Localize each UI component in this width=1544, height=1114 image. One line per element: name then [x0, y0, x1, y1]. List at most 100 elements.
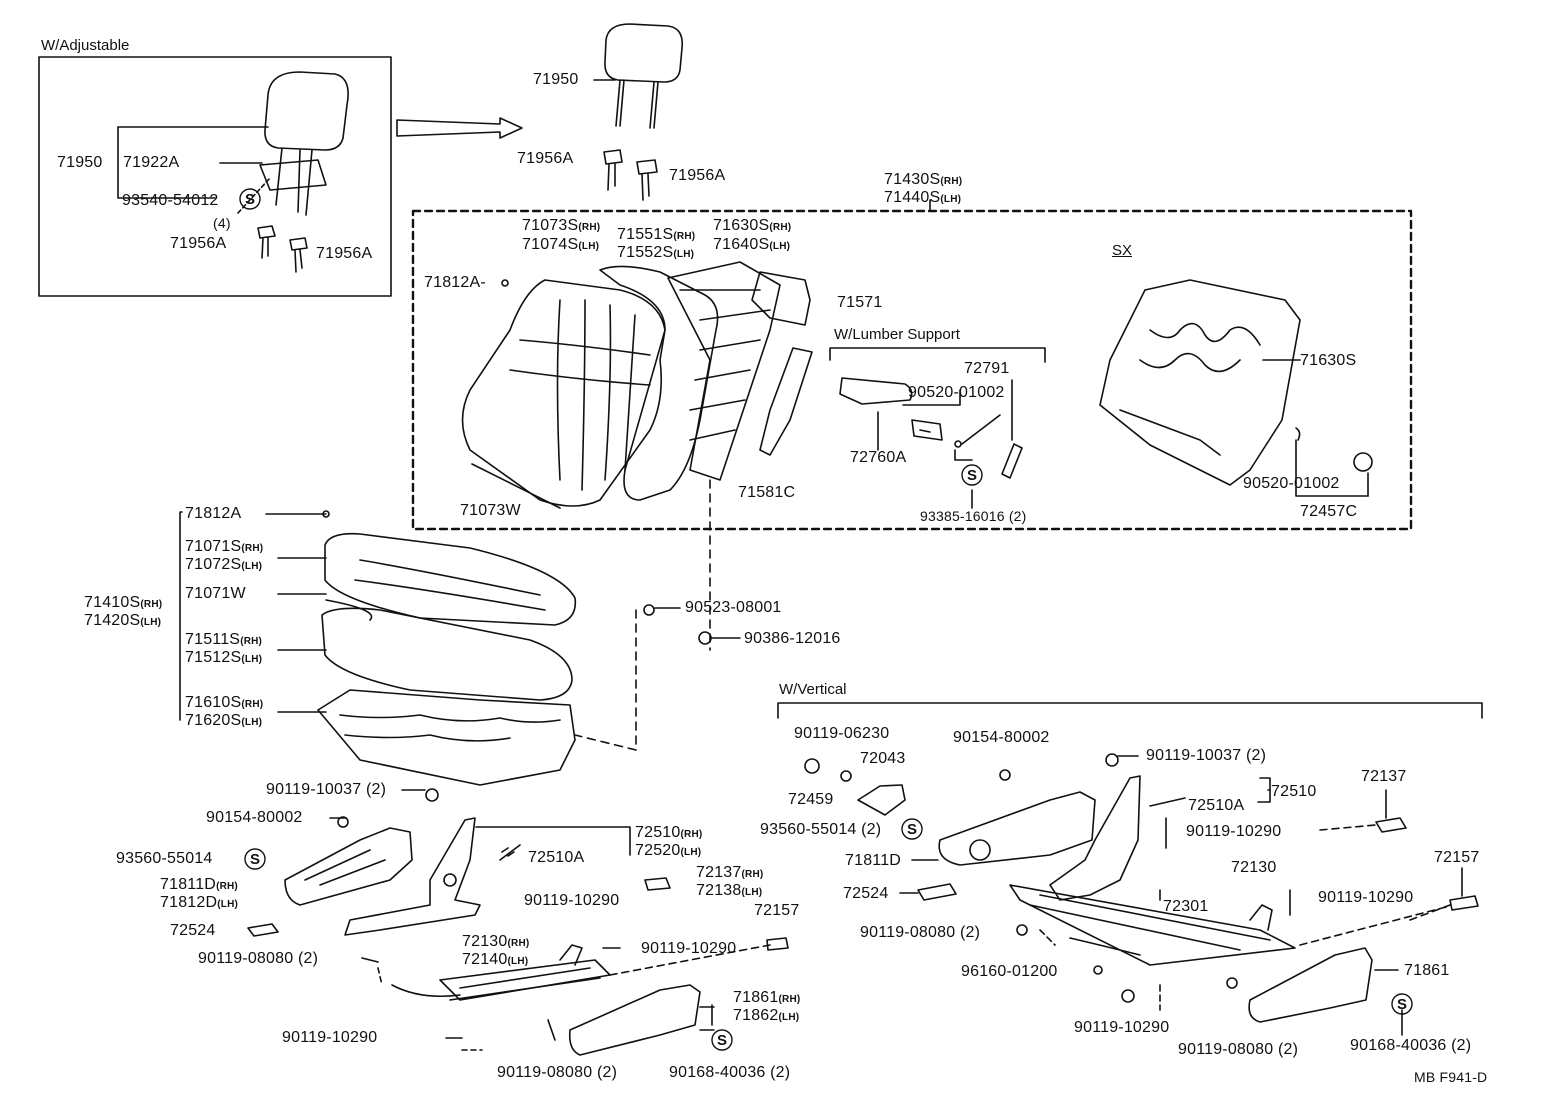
cap-72157-icon	[766, 937, 789, 951]
side-shield-icon	[568, 984, 701, 1056]
pad-71571-icon	[751, 271, 811, 326]
part-label: 72157	[1434, 849, 1480, 866]
part-label: 96160-01200	[961, 963, 1058, 980]
part-label: 71071W	[185, 585, 246, 602]
svg-text:S: S	[1397, 996, 1407, 1013]
vertical-title: W/Vertical	[779, 681, 847, 698]
part-label: 90119-08080 (2)	[198, 950, 319, 967]
part-label: 90119-10290	[1186, 823, 1282, 840]
svg-text:S: S	[245, 191, 255, 208]
support-main-right-icon	[636, 159, 658, 201]
part-label: 90119-10290	[1074, 1019, 1170, 1036]
v-cap-72157-icon	[1449, 895, 1479, 911]
wire-71073w-icon	[471, 463, 561, 509]
s-mark-icon: S	[961, 464, 983, 486]
part-label: 71581C	[738, 484, 796, 501]
adjuster-mechanism-icon	[344, 817, 481, 936]
part-label: 71812A-	[424, 274, 486, 291]
part-label: 71420S(LH)	[84, 612, 162, 629]
part-label: 71410S(RH)	[84, 594, 163, 611]
v-cap-72137-icon	[1375, 817, 1407, 833]
part-label: 71072S(LH)	[185, 556, 263, 573]
vertical-frame	[777, 702, 1483, 719]
sx-knob-icon	[1353, 452, 1373, 472]
cushion-cover-icon	[324, 532, 577, 626]
part-label: 71610S(RH)	[185, 694, 264, 711]
pad-71581c-icon	[759, 347, 813, 456]
part-label: 71812D(LH)	[160, 894, 239, 911]
support-inset-left-icon	[257, 225, 276, 259]
s-mark-icon: S	[1391, 993, 1413, 1015]
part-label: 72510A	[1188, 797, 1245, 814]
part-label: 90168-40036 (2)	[1350, 1037, 1472, 1054]
part-label: 72760A	[850, 449, 907, 466]
part-label: 72459	[788, 791, 834, 808]
part-label: 71956A	[170, 235, 227, 252]
arrow-icon	[396, 117, 523, 139]
part-label: 93540-54012	[122, 192, 219, 209]
part-label: 90520-01002	[908, 384, 1005, 401]
part-label: 90119-10290	[1318, 889, 1414, 906]
part-label: 71861(RH)	[733, 989, 801, 1006]
part-label: 71956A	[669, 167, 726, 184]
part-label: 71862(LH)	[733, 1007, 800, 1024]
v-seat-track-icon	[1009, 884, 1296, 966]
svg-text:S: S	[250, 851, 260, 868]
v-knob-72524-icon	[917, 883, 957, 901]
lumber-handle-icon	[1001, 443, 1023, 479]
part-label: 71950	[533, 71, 579, 88]
spring-icon	[499, 844, 521, 861]
seatback-pad-icon	[599, 265, 719, 501]
part-label: 90119-08080 (2)	[860, 924, 981, 941]
lumber-adjuster-icon	[911, 419, 943, 441]
lumber-support-frame	[829, 347, 1046, 363]
headrest-inset-icon	[259, 71, 349, 216]
part-label: 72301	[1163, 898, 1209, 915]
part-label: 71430S(RH)	[884, 171, 963, 188]
part-label: 93560-55014	[116, 850, 213, 867]
part-label: 71620S(LH)	[185, 712, 263, 729]
v-spring-icon	[1149, 797, 1186, 807]
part-label: 71811D	[845, 852, 902, 869]
part-label: 72043	[860, 750, 906, 767]
part-label: 71956A	[517, 150, 574, 167]
sx-frame-icon	[1099, 279, 1301, 486]
sx-clip-icon	[1295, 427, 1301, 441]
part-label: 71922A	[123, 154, 180, 171]
part-label: 71440S(LH)	[884, 189, 962, 206]
part-label: 71956A	[316, 245, 373, 262]
part-label: 90119-10290	[641, 940, 737, 957]
part-label: 72510A	[528, 849, 585, 866]
part-label: 90119-10037 (2)	[1146, 747, 1267, 764]
svg-text:S: S	[967, 467, 977, 484]
part-label: 90154-80002	[206, 809, 303, 826]
lumber-support-title: W/Lumber Support	[834, 326, 960, 343]
part-label: 90386-12016	[744, 630, 841, 647]
part-label: 72137	[1361, 768, 1407, 785]
s-mark-icon: S	[901, 818, 923, 840]
washer-icon	[337, 816, 349, 828]
part-label: 71073W	[460, 502, 521, 519]
part-label: 90168-40036 (2)	[669, 1064, 791, 1081]
svg-text:S: S	[717, 1032, 727, 1049]
v-side-shield-icon	[1248, 947, 1373, 1023]
part-label: 90520-01002	[1243, 475, 1340, 492]
part-label: 72524	[843, 885, 889, 902]
v-cover-icon	[938, 791, 1096, 866]
v-cable-icon	[1069, 937, 1141, 956]
part-label: 90119-10290	[524, 892, 620, 909]
part-label: 93385-16016 (2)	[920, 508, 1027, 524]
adjustable-inset-frame	[38, 56, 392, 297]
part-label: 71071S(RH)	[185, 538, 264, 555]
seatback-cover-icon	[461, 279, 666, 507]
svg-text:S: S	[907, 821, 917, 838]
part-label: 71630S(RH)	[713, 217, 792, 234]
part-label: 72130(RH)	[462, 933, 530, 950]
part-label: 72791	[964, 360, 1010, 377]
part-label: 72130	[1231, 859, 1277, 876]
part-label: 71571	[837, 294, 883, 311]
part-label: 72510	[1271, 783, 1317, 800]
part-label: 72457C	[1300, 503, 1358, 520]
adjustable-title: W/Adjustable	[41, 37, 130, 54]
